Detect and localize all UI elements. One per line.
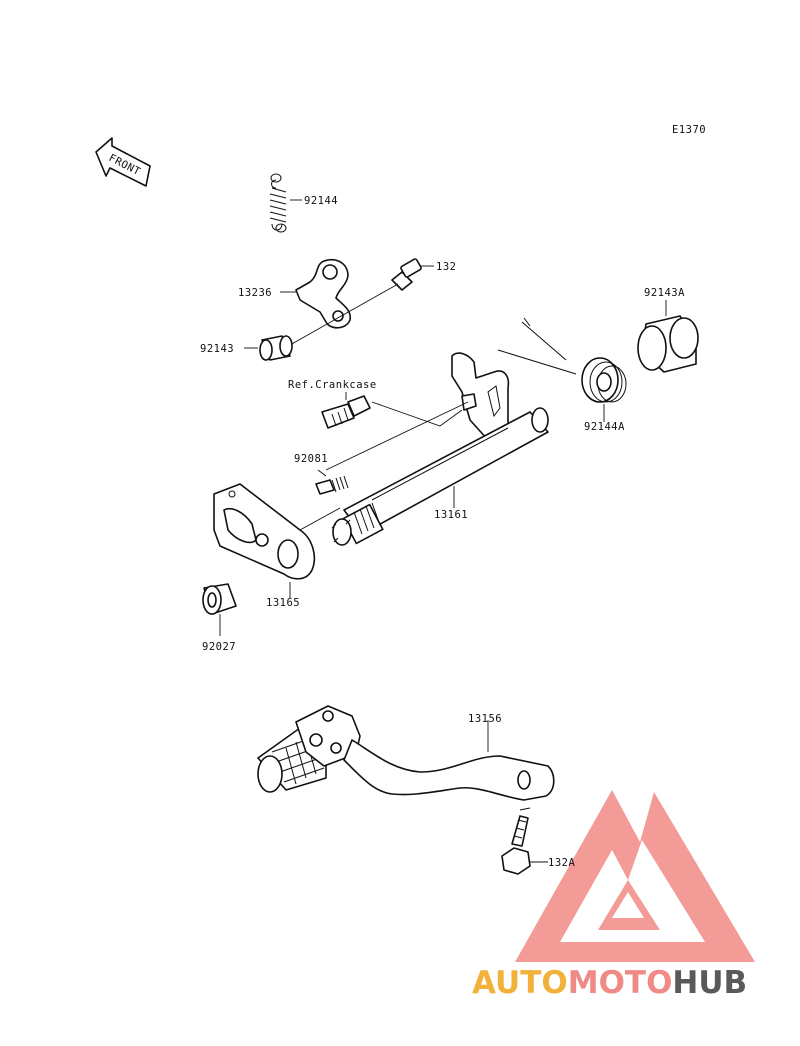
label-92027: 92027 [202, 641, 236, 653]
label-13165: 13165 [266, 597, 300, 609]
label-92143: 92143 [200, 343, 234, 355]
label-92081: 92081 [294, 453, 328, 465]
bushing-92143A: 92143A [637, 287, 699, 373]
torsion-spring-92144A: 92144A [497, 317, 627, 433]
label-92143A: 92143A [644, 287, 685, 299]
shift-pedal-13156: 13156 [257, 705, 555, 801]
front-arrow-icon: FRONT [95, 137, 151, 187]
diagram-code: E1370 [672, 124, 706, 136]
label-132: 132 [436, 261, 456, 273]
label-92144: 92144 [304, 195, 338, 207]
label-13236: 13236 [238, 287, 272, 299]
watermark-wordmark: AUTOMOTOHUB [472, 965, 747, 1001]
plate-13165: 13165 [213, 483, 341, 609]
bolt-132: 132 [391, 258, 456, 291]
label-132A: 132A [548, 857, 575, 869]
shift-shaft-13161: 13161 [331, 352, 549, 546]
watermark-moto: MOTO [568, 965, 673, 1001]
label-13161: 13161 [434, 509, 468, 521]
svg-text:AUTOMOTOHUB: AUTOMOTOHUB [472, 965, 747, 1001]
watermark-hub: HUB [672, 965, 747, 1001]
lever-13236: 13236 [238, 258, 352, 329]
watermark-logo [515, 790, 755, 962]
pin-spring-92081: 92081 [294, 401, 469, 495]
bolt-132A: 132A [501, 807, 575, 875]
collar-92143: 92143 [200, 335, 293, 361]
spring-92144: 92144 [269, 173, 338, 233]
label-13156: 13156 [468, 713, 502, 725]
watermark-auto: AUTO [472, 965, 568, 1001]
crankcase-stud: Ref.Crankcase [288, 379, 463, 429]
label-92144A: 92144A [584, 421, 625, 433]
ref-crankcase-label: Ref.Crankcase [288, 379, 377, 391]
washer-92027: 92027 [202, 583, 237, 653]
